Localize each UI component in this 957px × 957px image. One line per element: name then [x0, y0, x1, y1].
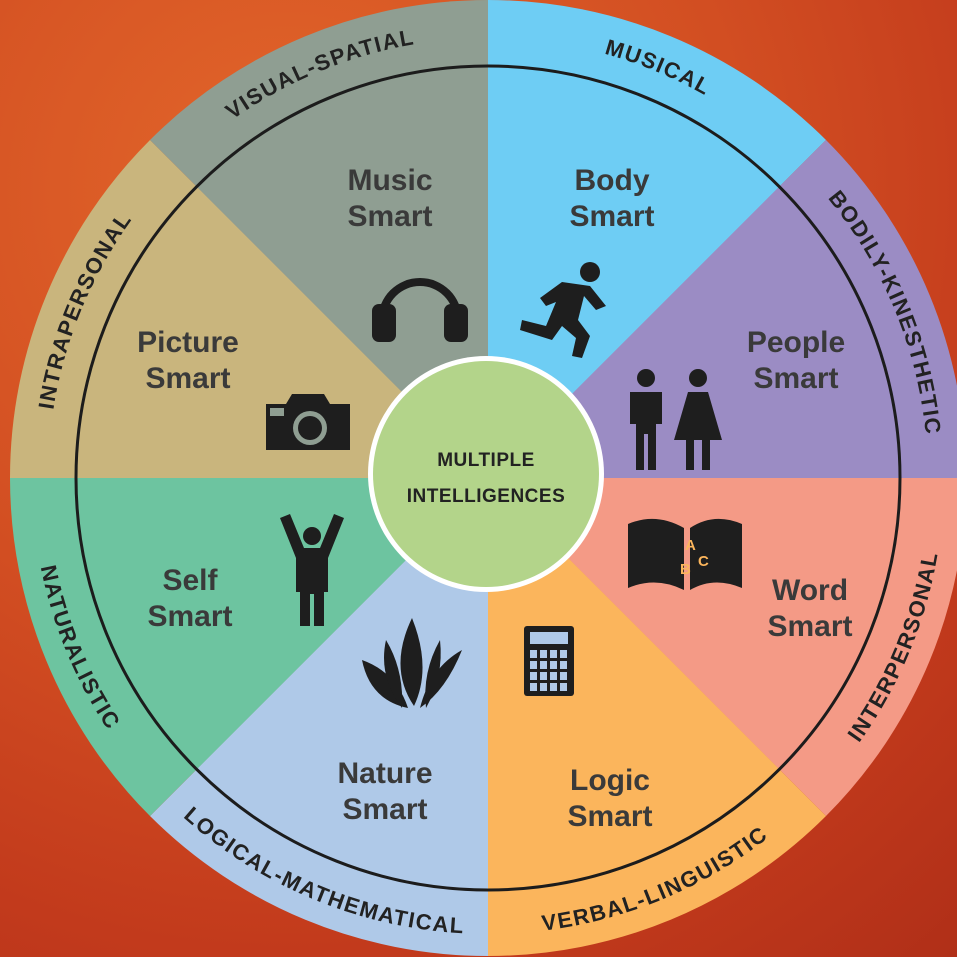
label-picture-smart: Picture Smart: [137, 326, 239, 395]
sector-interpersonal: [488, 478, 900, 770]
calculator-key: [540, 661, 547, 669]
sector-logical: [196, 478, 489, 890]
divider-ring: [74, 64, 902, 892]
calculator-key: [530, 661, 537, 669]
svg-text:Smart: Smart: [767, 610, 852, 643]
label-word-smart: Word Smart: [767, 574, 852, 643]
svg-text:Smart: Smart: [753, 362, 838, 395]
calculator-key: [550, 683, 557, 691]
camera-icon: [266, 394, 350, 450]
sector-bodily: [488, 186, 900, 479]
label-people-smart: People Smart: [747, 326, 845, 395]
calculator-key: [540, 650, 547, 658]
label-logic-smart: Logic Smart: [567, 764, 652, 833]
svg-text:Smart: Smart: [567, 800, 652, 833]
calculator-key: [550, 650, 557, 658]
calculator-key: [550, 661, 557, 669]
leaves-icon: [362, 618, 462, 708]
svg-text:Word: Word: [772, 574, 848, 607]
calculator-key: [560, 683, 567, 691]
runner-icon: [520, 262, 606, 358]
calculator-key: [530, 672, 537, 680]
center-line1: MULTIPLE: [437, 450, 535, 471]
svg-text:Logic: Logic: [570, 764, 650, 797]
sector-spatial: [196, 66, 489, 478]
svg-text:B: B: [680, 561, 691, 578]
svg-text:Body: Body: [575, 164, 650, 197]
svg-text:Smart: Smart: [342, 793, 427, 826]
headphones-icon: [372, 278, 468, 342]
svg-text:Picture: Picture: [137, 326, 239, 359]
svg-text:Self: Self: [162, 564, 218, 597]
people-icon: [630, 369, 722, 470]
label-body-smart: Body Smart: [569, 164, 654, 233]
person-arms-up-icon: [280, 514, 344, 626]
calculator-key: [560, 650, 567, 658]
calculator-key: [540, 683, 547, 691]
svg-text:C: C: [698, 553, 709, 570]
calculator-key: [560, 661, 567, 669]
calculator-key: [540, 672, 547, 680]
center-line2: INTELLIGENCES: [407, 486, 566, 507]
calculator-key: [530, 650, 537, 658]
sector-naturalistic: [76, 478, 488, 770]
svg-text:A: A: [685, 537, 696, 554]
calculator-key: [550, 672, 557, 680]
calculator-key: [530, 683, 537, 691]
sector-intrapersonal: [75, 186, 488, 479]
sector-musical: [488, 66, 780, 478]
label-nature-smart: Nature Smart: [337, 757, 432, 826]
inner-sectors: [75, 66, 900, 890]
svg-text:Smart: Smart: [347, 200, 432, 233]
svg-text:People: People: [747, 326, 845, 359]
label-self-smart: Self Smart: [147, 564, 232, 633]
svg-text:Smart: Smart: [147, 600, 232, 633]
label-music-smart: Music Smart: [347, 164, 432, 233]
sector-verbal: [488, 478, 780, 890]
svg-text:Nature: Nature: [337, 757, 432, 790]
center-fill: [373, 361, 599, 587]
calculator-key: [560, 672, 567, 680]
svg-text:Smart: Smart: [569, 200, 654, 233]
book-icon: A B C: [628, 518, 742, 590]
svg-text:Music: Music: [347, 164, 432, 197]
svg-text:Smart: Smart: [145, 362, 230, 395]
center-circle: MULTIPLE INTELLIGENCES: [368, 356, 604, 592]
calculator-icon: [524, 626, 574, 696]
